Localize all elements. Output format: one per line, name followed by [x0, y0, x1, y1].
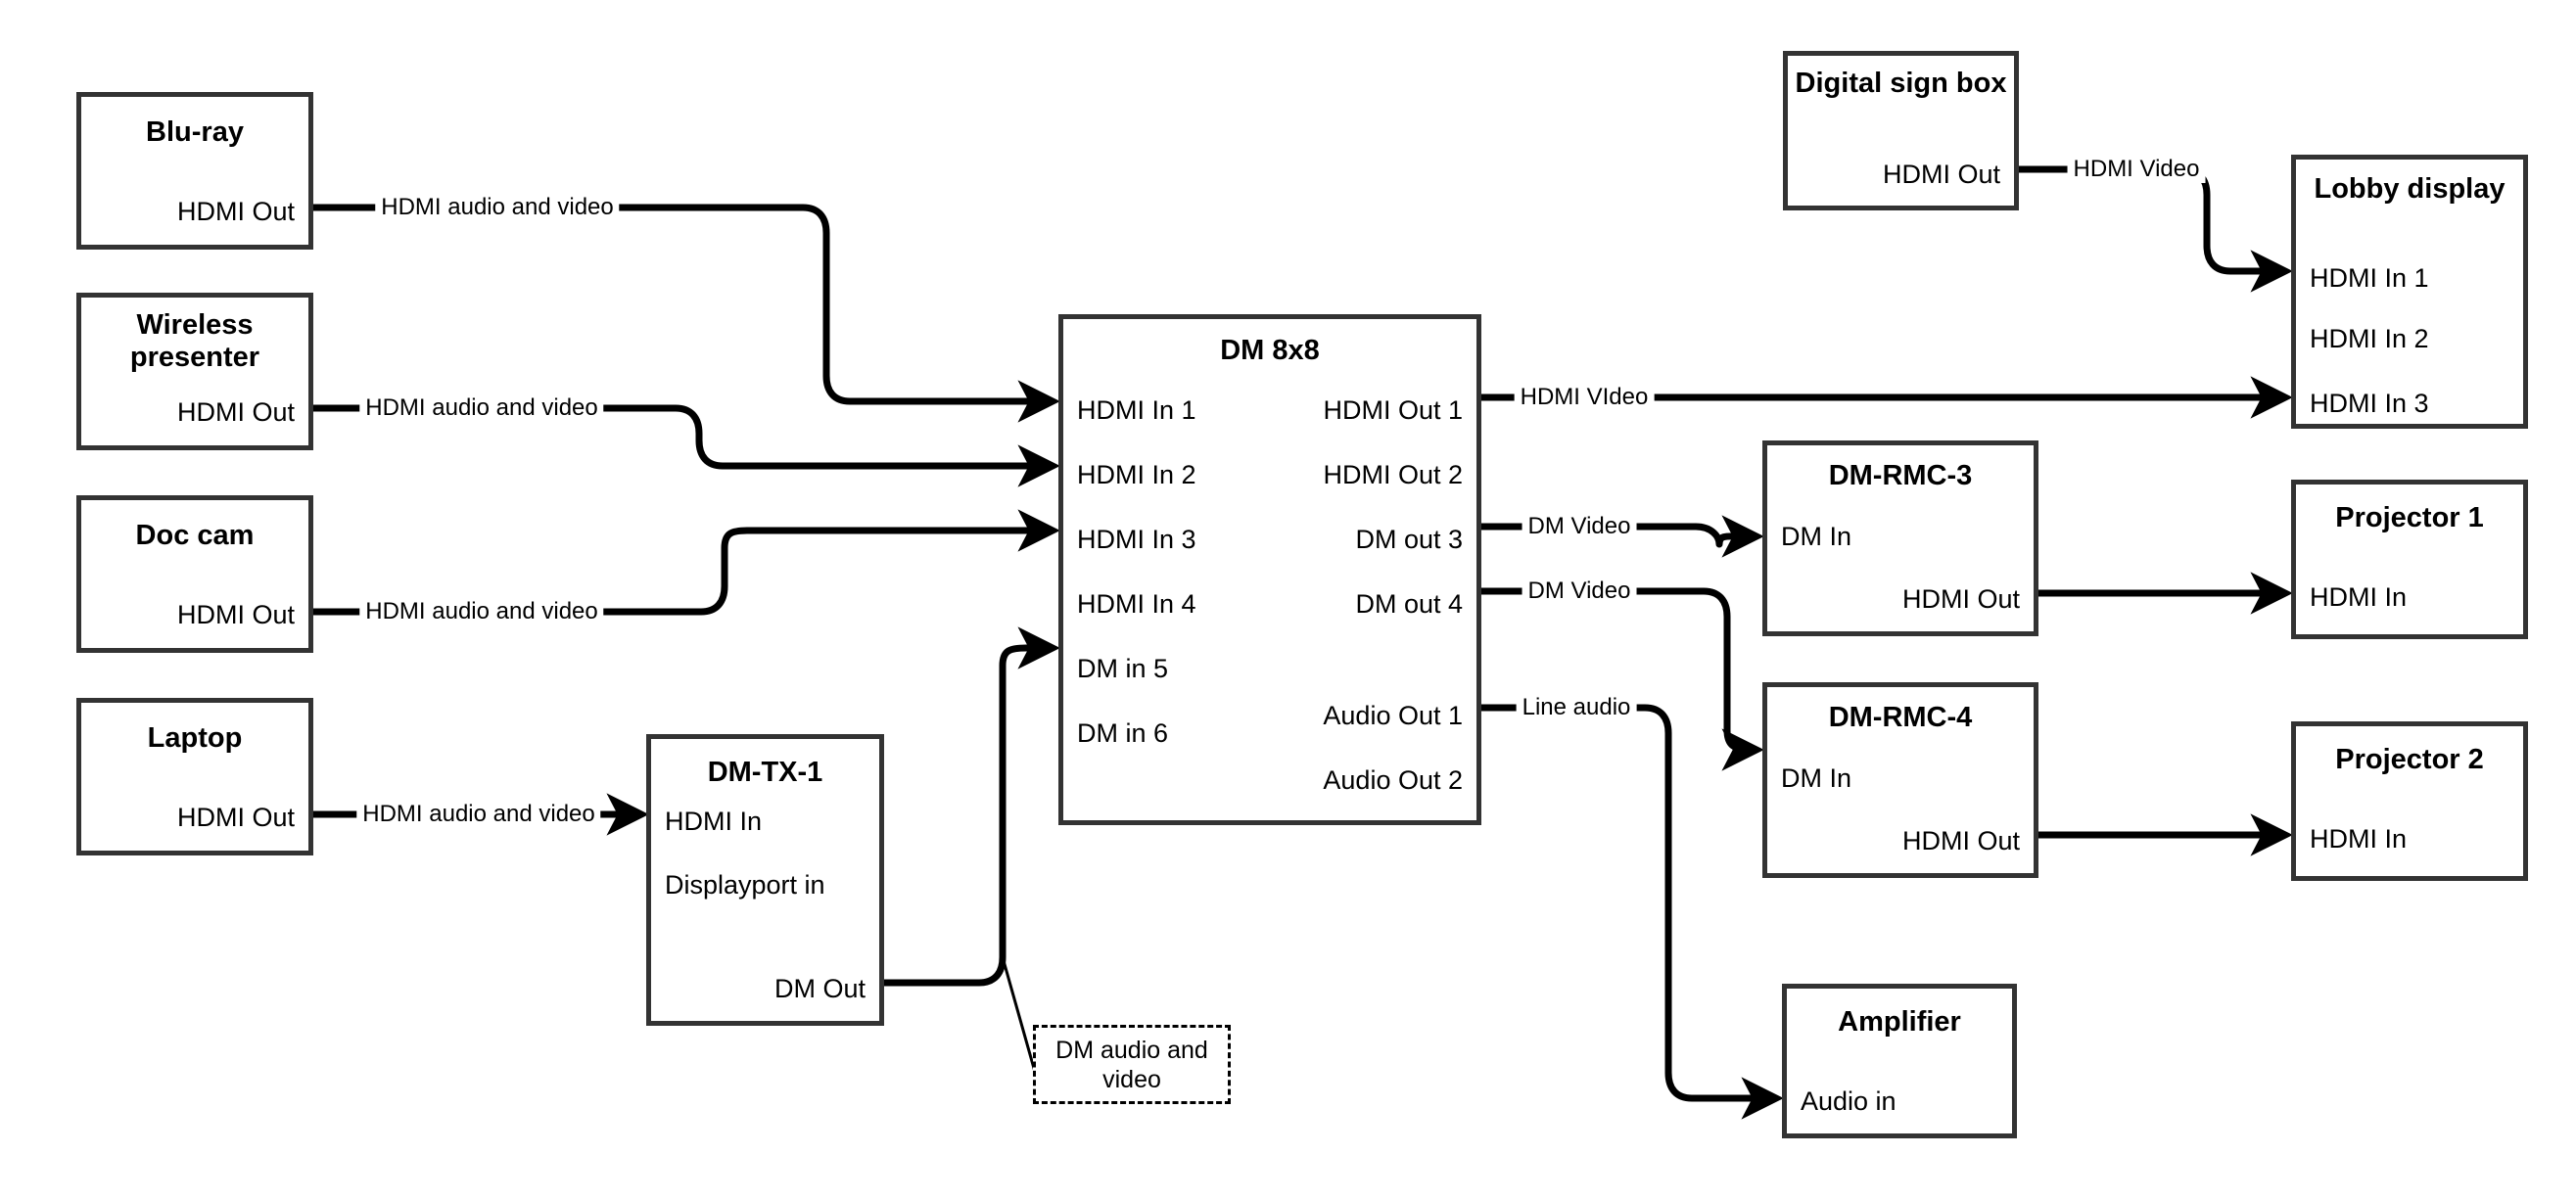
- callout-dm-audio-and-video: DM audio and video: [1033, 1025, 1231, 1104]
- edge-label-dm-out3-to-rmc3: DM Video: [1522, 513, 1637, 540]
- node-doc-cam[interactable]: Doc cam HDMI Out: [76, 495, 313, 653]
- port-lobby-display-hdmi-in-2[interactable]: HDMI In 2: [2310, 324, 2429, 353]
- node-laptop[interactable]: Laptop HDMI Out: [76, 698, 313, 855]
- node-amplifier[interactable]: Amplifier Audio in: [1782, 984, 2017, 1138]
- port-dm-8x8-hdmi-out-2[interactable]: HDMI Out 2: [1323, 460, 1463, 489]
- port-lobby-display-hdmi-in-1[interactable]: HDMI In 1: [2310, 263, 2429, 293]
- port-dm-tx-1-hdmi-in[interactable]: HDMI In: [665, 807, 763, 836]
- port-dm-8x8-hdmi-in-3[interactable]: HDMI In 3: [1077, 525, 1196, 554]
- node-dm-rmc-4-title: DM-RMC-4: [1828, 702, 1973, 733]
- node-dm-tx-1-title: DM-TX-1: [707, 757, 823, 788]
- port-dm-8x8-hdmi-in-2[interactable]: HDMI In 2: [1077, 460, 1196, 489]
- wire-sign-to-lobby-hdmi-in-1: [2019, 165, 2293, 293]
- edge-label-laptop-to-tx: HDMI audio and video: [356, 801, 601, 828]
- node-lobby-display[interactable]: Lobby display HDMI In 1 HDMI In 2 HDMI I…: [2291, 155, 2528, 429]
- port-dm-tx-1-dm-out[interactable]: DM Out: [773, 974, 866, 1003]
- port-dm-rmc-4-hdmi-out[interactable]: HDMI Out: [1901, 826, 2020, 855]
- edge-label-doccam-to-dm: HDMI audio and video: [359, 598, 604, 625]
- node-projector-2[interactable]: Projector 2 HDMI In: [2291, 721, 2528, 881]
- wire-dm-out4-to-rmc4-dm-in: [1481, 587, 1764, 771]
- port-bluray-hdmi-out[interactable]: HDMI Out: [176, 197, 295, 226]
- node-dm-8x8-title: DM 8x8: [1220, 335, 1320, 366]
- port-wireless-presenter-hdmi-out[interactable]: HDMI Out: [176, 397, 295, 427]
- port-doc-cam-hdmi-out[interactable]: HDMI Out: [176, 600, 295, 629]
- port-dm-8x8-dm-out-3[interactable]: DM out 3: [1355, 525, 1463, 554]
- node-wireless-presenter[interactable]: Wireless presenter HDMI Out: [76, 293, 313, 450]
- edge-label-dm-hdmiout1-to-lobby: HDMI VIdeo: [1514, 384, 1655, 411]
- port-dm-8x8-hdmi-in-1[interactable]: HDMI In 1: [1077, 395, 1196, 425]
- edge-label-sign-to-lobby: HDMI Video: [2067, 156, 2206, 183]
- port-dm-8x8-dm-in-5[interactable]: DM in 5: [1077, 654, 1169, 683]
- node-dm-tx-1[interactable]: DM-TX-1 HDMI In Displayport in DM Out: [646, 734, 884, 1026]
- port-laptop-hdmi-out[interactable]: HDMI Out: [176, 803, 295, 832]
- edge-label-dm-audioout1-to-amp: Line audio: [1516, 694, 1637, 721]
- port-dm-8x8-hdmi-out-1[interactable]: HDMI Out 1: [1323, 395, 1463, 425]
- port-lobby-display-hdmi-in-3[interactable]: HDMI In 3: [2310, 389, 2429, 418]
- port-dm-8x8-audio-out-2[interactable]: Audio Out 2: [1323, 765, 1463, 795]
- node-amplifier-title: Amplifier: [1838, 1006, 1961, 1038]
- port-dm-8x8-dm-out-4[interactable]: DM out 4: [1355, 589, 1463, 619]
- edge-label-wireless-to-dm: HDMI audio and video: [359, 394, 604, 422]
- node-projector-2-title: Projector 2: [2335, 744, 2484, 775]
- node-dm-rmc-3[interactable]: DM-RMC-3 DM In HDMI Out: [1762, 440, 2038, 636]
- port-dm-8x8-audio-out-1[interactable]: Audio Out 1: [1323, 701, 1463, 730]
- node-doc-cam-title: Doc cam: [135, 520, 255, 551]
- port-projector-1-hdmi-in[interactable]: HDMI In: [2310, 582, 2408, 612]
- wire-tx-dmout-to-dm-in-5: [884, 626, 1060, 987]
- node-wireless-presenter-title: Wireless presenter: [129, 309, 260, 374]
- port-dm-8x8-dm-in-6[interactable]: DM in 6: [1077, 718, 1169, 748]
- node-dm-rmc-3-title: DM-RMC-3: [1828, 460, 1973, 491]
- edge-label-dm-out4-to-rmc4: DM Video: [1522, 577, 1637, 605]
- port-dm-8x8-hdmi-in-4[interactable]: HDMI In 4: [1077, 589, 1196, 619]
- edge-label-bluray-to-dm: HDMI audio and video: [375, 194, 620, 221]
- node-bluray[interactable]: Blu-ray HDMI Out: [76, 92, 313, 250]
- port-dm-tx-1-displayport-in[interactable]: Displayport in: [665, 870, 825, 900]
- port-digital-sign-box-hdmi-out[interactable]: HDMI Out: [1882, 160, 2000, 189]
- wire-callout-leader: [1001, 956, 1037, 1073]
- wire-dm-audioout1-to-amplifier: [1481, 704, 1784, 1120]
- node-projector-1-title: Projector 1: [2335, 502, 2484, 533]
- port-amplifier-audio-in[interactable]: Audio in: [1801, 1086, 1897, 1116]
- node-digital-sign-box[interactable]: Digital sign box HDMI Out: [1783, 51, 2019, 210]
- node-dm-8x8[interactable]: DM 8x8 HDMI In 1 HDMI In 2 HDMI In 3 HDM…: [1058, 314, 1481, 825]
- wire-bluray-to-dm-hdmi-in-1: [313, 204, 1060, 423]
- node-projector-1[interactable]: Projector 1 HDMI In: [2291, 480, 2528, 639]
- port-dm-rmc-4-dm-in[interactable]: DM In: [1781, 763, 1852, 793]
- node-lobby-display-title: Lobby display: [2314, 173, 2506, 205]
- port-dm-rmc-3-dm-in[interactable]: DM In: [1781, 522, 1852, 551]
- port-projector-2-hdmi-in[interactable]: HDMI In: [2310, 824, 2408, 854]
- node-dm-rmc-4[interactable]: DM-RMC-4 DM In HDMI Out: [1762, 682, 2038, 878]
- node-laptop-title: Laptop: [147, 722, 243, 754]
- port-dm-rmc-3-hdmi-out[interactable]: HDMI Out: [1901, 584, 2020, 614]
- node-digital-sign-box-title: Digital sign box: [1795, 68, 2007, 99]
- node-bluray-title: Blu-ray: [146, 116, 244, 148]
